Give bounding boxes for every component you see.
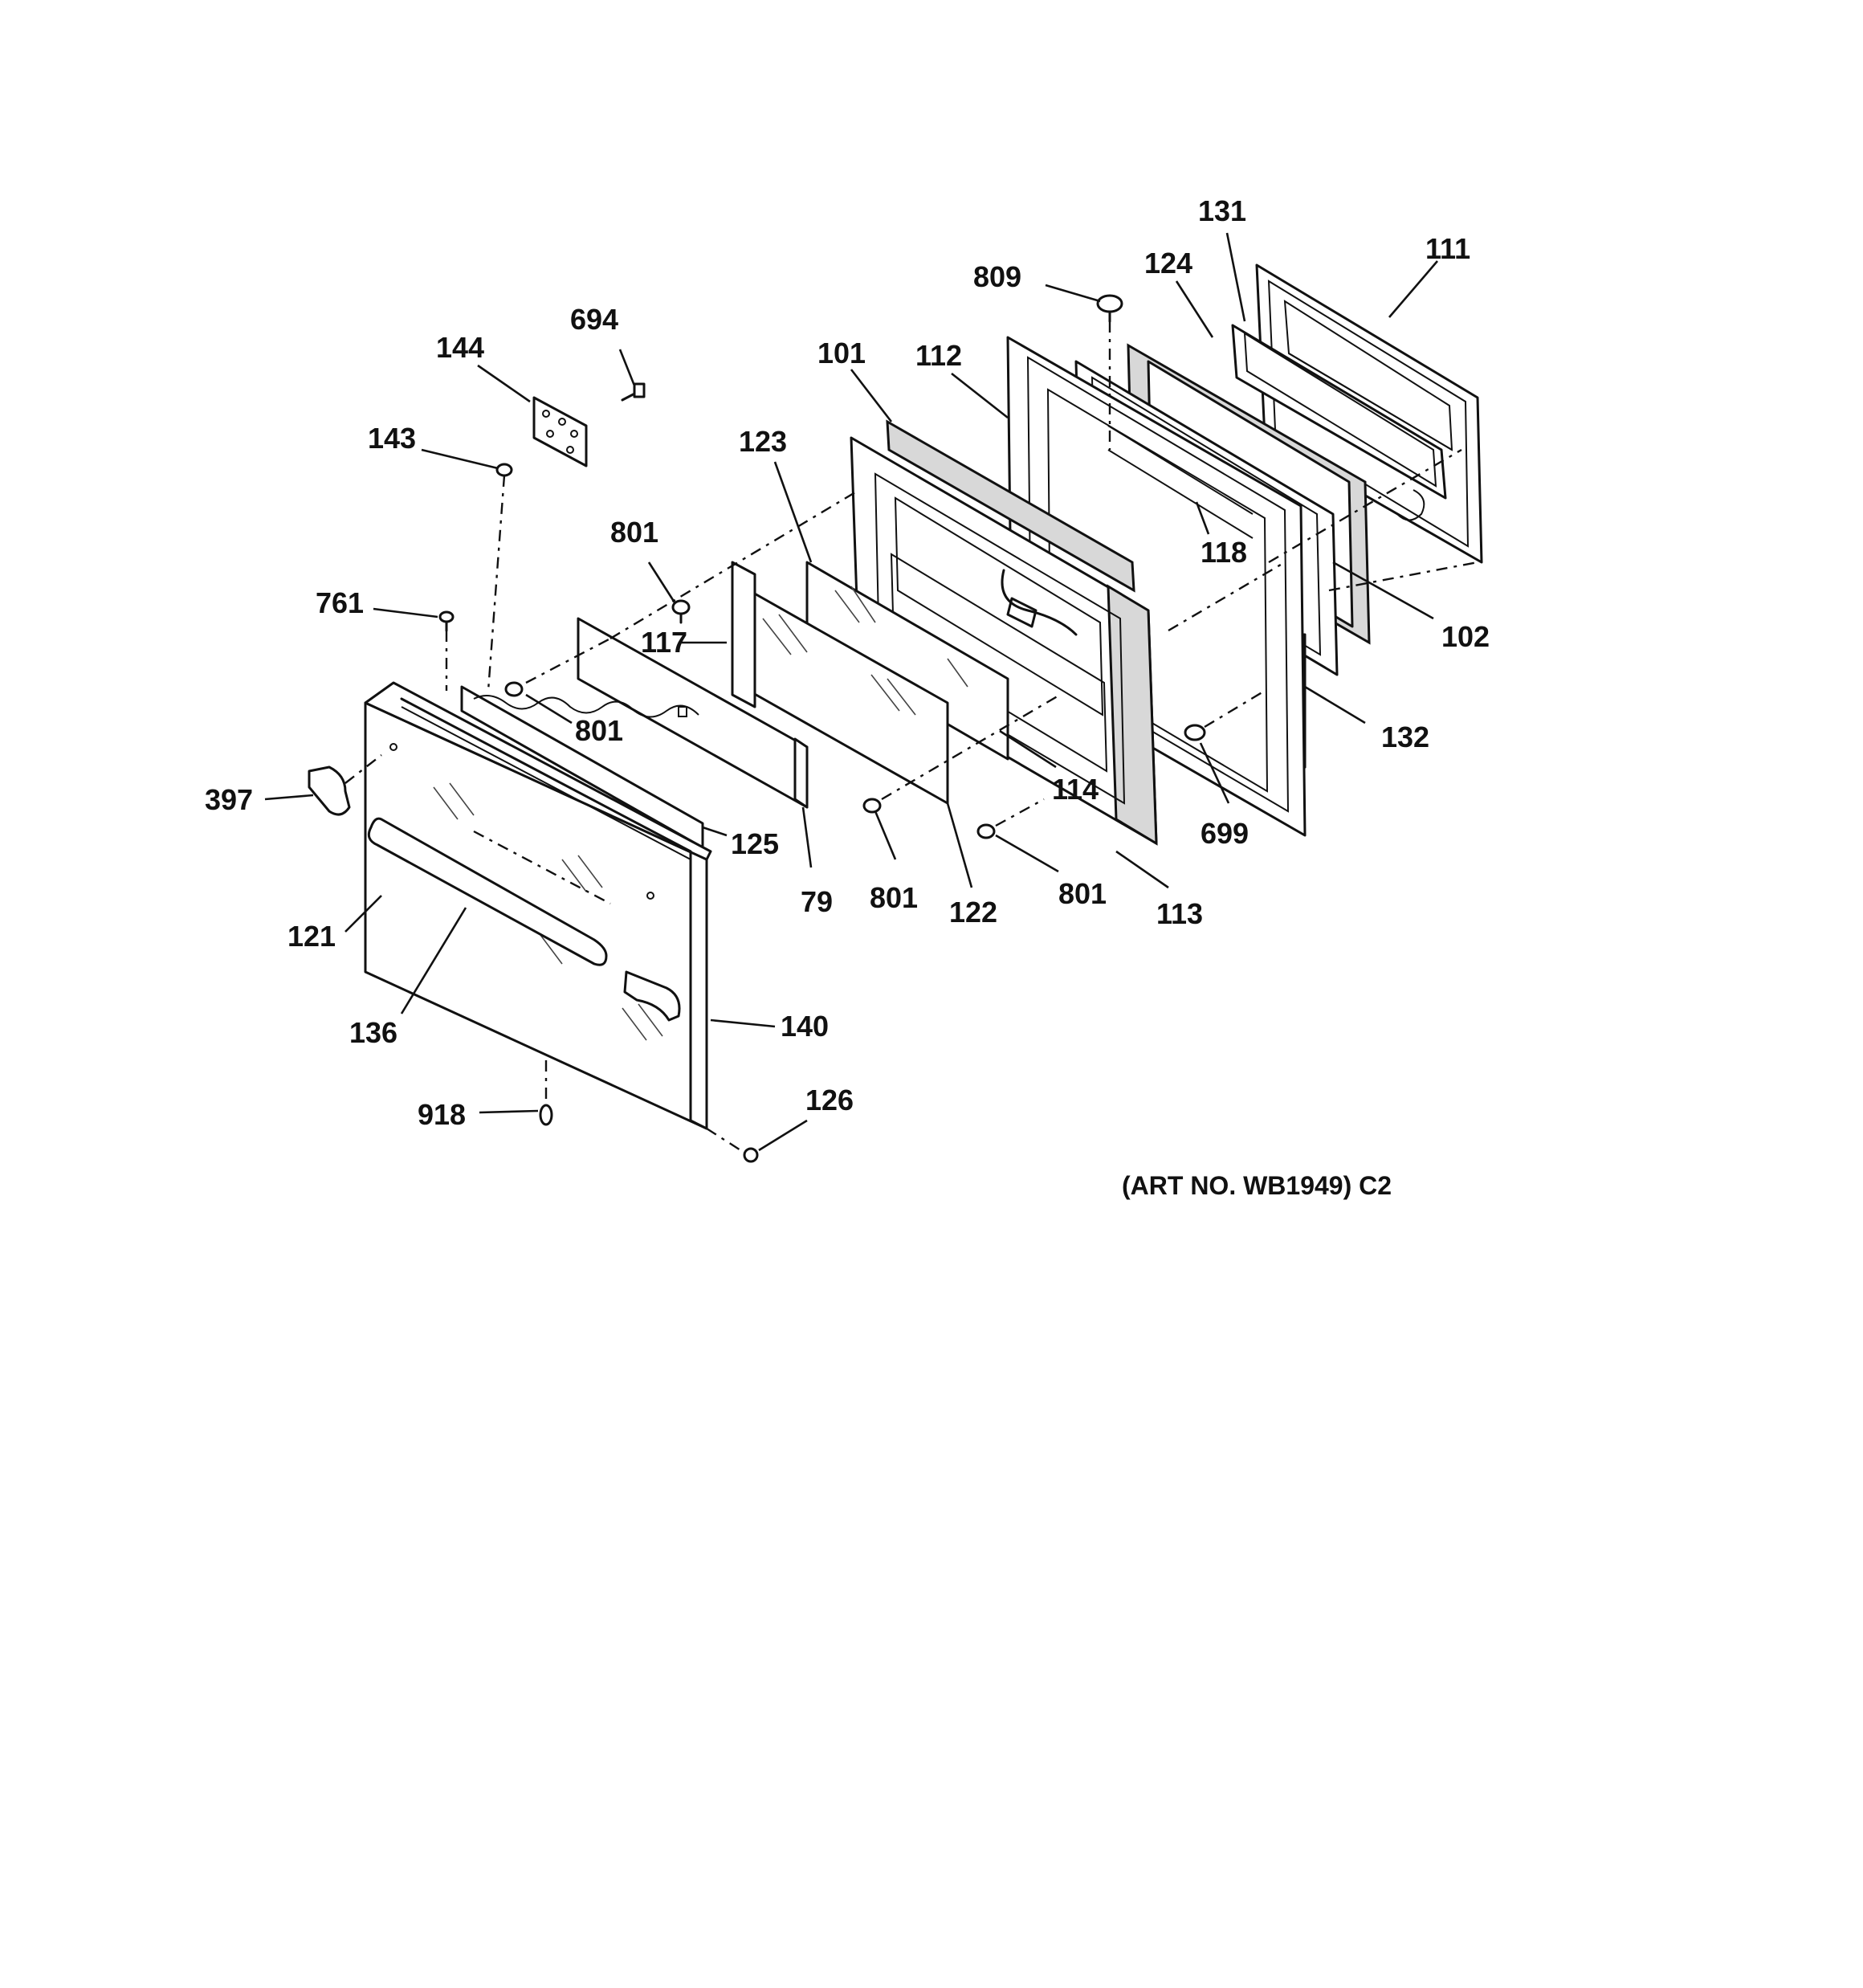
part-144-hinge-bracket [532,396,588,467]
screw-801a [671,599,691,624]
callout-102: 102 [1441,620,1490,653]
callout-114: 114 [1052,773,1099,806]
screw-801c [862,798,882,814]
callout-124: 124 [1144,247,1192,280]
callout-126: 126 [805,1084,854,1116]
callout-144: 144 [436,331,484,364]
part-136-handle [367,817,681,1022]
callout-694: 694 [570,303,618,336]
part-397-end-cap [308,765,351,816]
assembly-lines [344,321,1478,1154]
callout-397: 397 [205,783,253,816]
screw-761 [438,610,455,632]
part-131-gasket [1231,324,1447,500]
washer-143 [495,463,513,477]
callout-801-left: 801 [575,714,623,747]
callout-699: 699 [1201,817,1249,850]
leader-lines [264,232,1438,1152]
screw-801d [976,823,996,839]
screw-699 [1184,724,1206,741]
screw-694 [621,382,646,402]
part-123-glass-panel [805,561,1009,761]
callout-labels: 111 131 124 809 694 144 101 112 143 123 … [205,194,1490,1131]
callout-111: 111 [1425,232,1470,265]
callout-136: 136 [349,1016,397,1049]
callout-801-upper: 801 [610,516,658,549]
screw-809 [1096,294,1123,323]
callout-112: 112 [915,339,962,372]
bumper-126 [743,1147,759,1163]
callout-761: 761 [316,586,364,619]
callout-140: 140 [781,1010,829,1043]
callout-121: 121 [287,920,336,953]
part-79-baffle [577,617,809,809]
callout-113: 113 [1156,897,1203,930]
callout-122: 122 [949,896,997,929]
screw-801b [504,681,524,697]
callout-117: 117 [641,626,687,659]
callout-131: 131 [1198,194,1246,227]
callout-918: 918 [418,1098,466,1131]
part-101-trim [886,419,1135,593]
callout-143: 143 [368,422,416,455]
callout-123: 123 [739,425,787,458]
callout-101: 101 [817,337,866,369]
callout-801-lower: 801 [870,881,918,914]
callout-132: 132 [1381,720,1429,753]
part-113-inner-door [850,436,1158,846]
art-number: (ART NO. WB1949) C2 [1122,1171,1392,1200]
callout-125: 125 [731,827,779,860]
callout-79: 79 [801,885,833,918]
callout-809: 809 [973,260,1021,293]
callout-118: 118 [1201,536,1247,569]
part-117-glass-retainer [731,561,756,708]
bumper-918 [539,1104,553,1126]
callout-801-right: 801 [1058,877,1107,910]
